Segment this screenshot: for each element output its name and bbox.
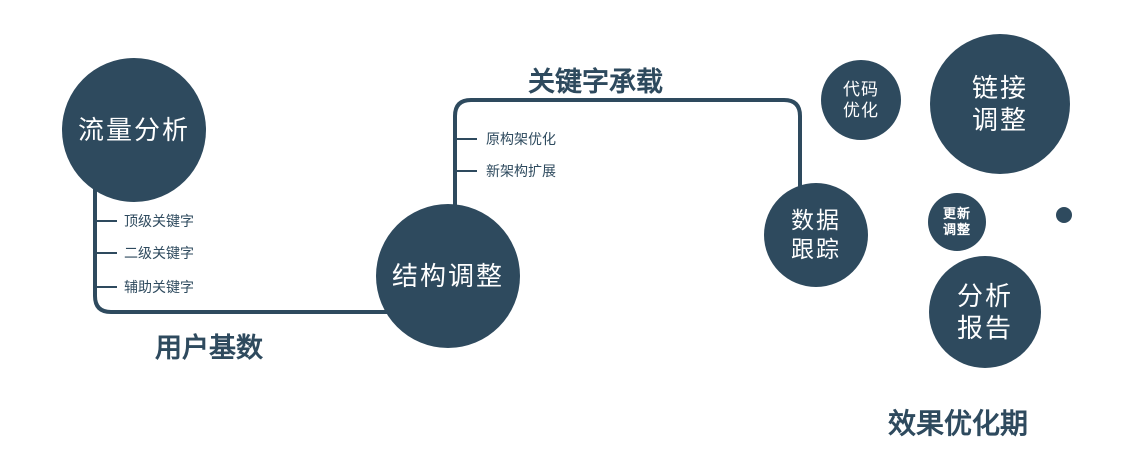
update-adjust-node: 更新 调整 [928,193,986,251]
caption-effect-optimization: 效果优化期 [888,408,1029,439]
data-tracking-node: 数据 跟踪 [764,183,868,287]
structure-adjust-node: 结构调整 [376,204,520,348]
small-dot [1056,207,1072,223]
branch-label-new-framework: 新架构扩展 [486,163,556,179]
branch-label-original-framework: 原构架优化 [486,131,556,147]
keyword-bearing-edge-label: 关键字承载 [528,67,663,97]
link-adjust-label: 链接 调整 [971,72,1028,136]
traffic-analysis-node: 流量分析 [62,58,206,202]
branch-label-top-keyword: 顶级关键字 [124,213,194,229]
analysis-report-node: 分析 报告 [929,256,1041,368]
data-tracking-label: 数据 跟踪 [791,207,841,262]
update-adjust-label: 更新 调整 [942,205,971,237]
link-adjust-node: 链接 调整 [930,34,1070,174]
analysis-report-label: 分析 报告 [956,280,1013,344]
code-optimize-label: 代码 优化 [843,79,879,120]
branch-label-aux-keyword: 辅助关键字 [124,279,194,295]
connector-user-base-path [93,170,440,314]
user-base-edge-label: 用户基数 [155,333,263,363]
code-optimize-node: 代码 优化 [821,60,901,140]
traffic-analysis-label: 流量分析 [77,114,190,145]
connector-keyword-path [453,98,802,230]
structure-adjust-label: 结构调整 [391,260,504,291]
branch-label-second-keyword: 二级关键字 [124,245,194,261]
